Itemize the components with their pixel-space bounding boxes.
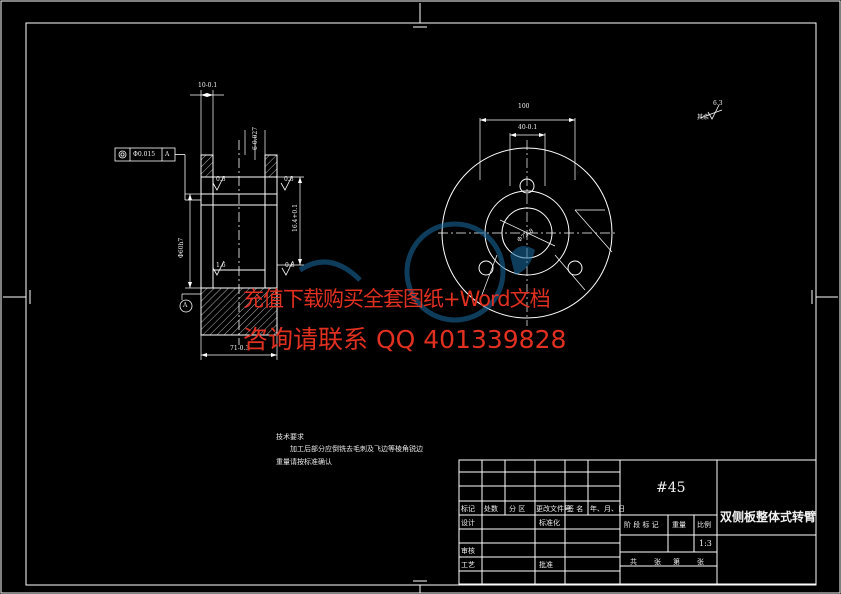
section-view	[114, 90, 304, 360]
tb-zone: 分 区	[509, 505, 526, 513]
rest-roughness-value: 6.3	[713, 100, 723, 107]
rest-roughness-label: 其余	[697, 114, 710, 121]
tolerance-value: Φ0.015	[133, 151, 156, 158]
tb-page: 第	[673, 558, 680, 566]
rough-c-value: 1.6	[216, 262, 226, 269]
tb-standard: 标准化	[539, 519, 560, 527]
roughness-symbols	[212, 175, 294, 276]
datum-label: A	[183, 302, 188, 309]
datum-symbol	[179, 299, 193, 313]
rough-a-value: 0.8	[216, 176, 226, 183]
tb-weight: 重量	[672, 521, 686, 529]
dim-bottom-width: 71-0.3	[230, 345, 250, 352]
watermark-line1: 充值下载购买全套图纸+Word文档	[243, 287, 551, 311]
title-block-grid	[458, 459, 817, 585]
rough-d-value: 0.8	[285, 262, 295, 269]
tb-process: 工艺	[461, 561, 475, 569]
tech-req-title: 技术要求	[276, 433, 304, 441]
dim-bore: 16.4+0.1	[292, 204, 299, 232]
tb-approve: 批准	[539, 561, 553, 569]
tb-design: 设计	[461, 519, 475, 527]
section-arrows	[188, 93, 302, 357]
border-ticks	[29, 26, 813, 582]
dim-right-tol: 6-0.027	[252, 126, 259, 150]
material-label: #45	[656, 480, 686, 496]
tb-date: 年、月、日	[590, 505, 625, 513]
tb-page-sheets: 张	[697, 558, 704, 566]
dim-inner-span: 40-0.1	[518, 124, 538, 131]
watermark-line2: 咨询请联系 QQ 401339828	[243, 325, 567, 354]
rough-b-value: 0.8	[284, 176, 294, 183]
tb-total: 共	[630, 558, 637, 566]
tb-review: 审核	[461, 547, 475, 555]
tb-sign: 签 名	[567, 505, 584, 513]
tb-count: 处数	[484, 505, 498, 513]
front-arrows	[480, 118, 575, 137]
dim-top-width: 10-0.1	[198, 82, 218, 89]
front-view	[438, 104, 723, 326]
tb-stage: 阶 段 标 记	[624, 521, 659, 529]
rest-roughness-symbol	[707, 104, 720, 120]
tb-scale-label: 比例	[697, 521, 711, 529]
tb-sheets: 张	[654, 558, 661, 566]
tolerance-frame	[114, 147, 201, 201]
part-name: 双侧板整体式转臂	[720, 510, 817, 524]
tb-mark: 标记	[461, 505, 475, 513]
dim-left-dia: Φ60h7	[178, 237, 185, 258]
tolerance-datum-ref: A	[165, 151, 170, 158]
tb-doc-no: 更改文件号	[536, 505, 571, 513]
scale-value: 1:3	[699, 539, 712, 548]
tech-req-line2: 重量请按标准确认	[276, 458, 332, 466]
tech-req-line1: 加工后部分应倒铣去毛刺及飞边等棱角锐边	[290, 445, 423, 453]
dim-outer-dia: 100	[518, 103, 530, 110]
logo-watermark	[298, 221, 535, 323]
front-lines	[438, 109, 723, 326]
